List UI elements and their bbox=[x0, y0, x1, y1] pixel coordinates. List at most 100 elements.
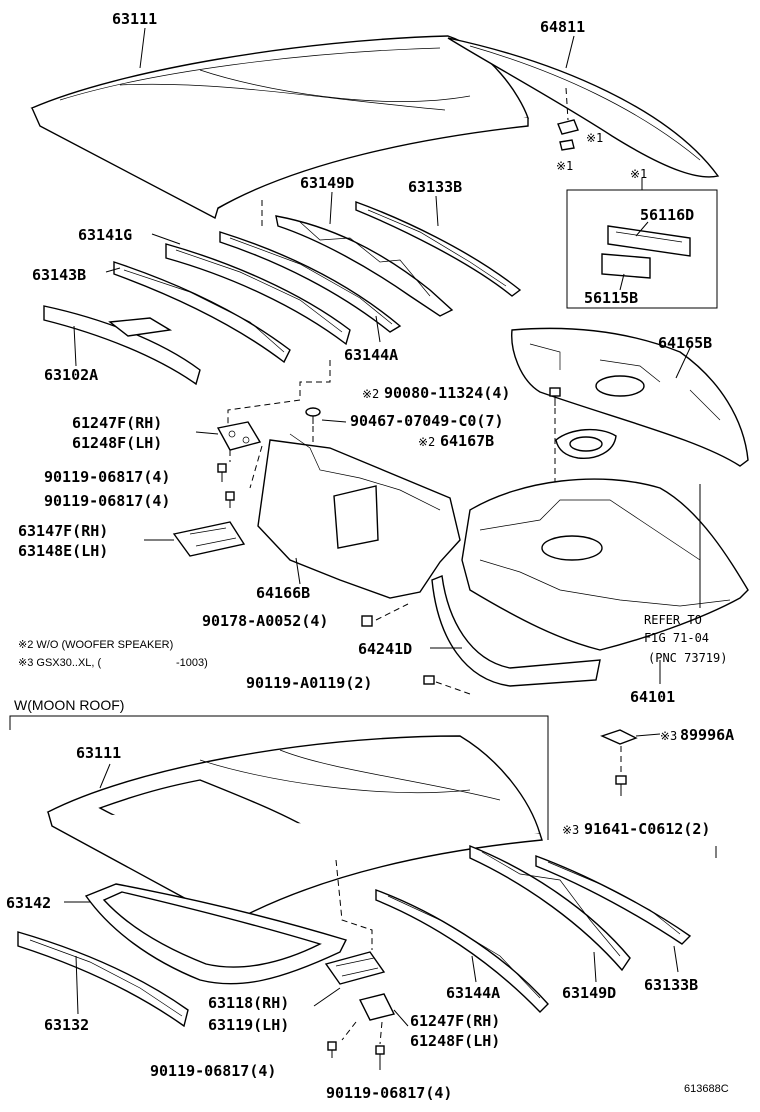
label-63111-upper: 63111 bbox=[112, 10, 157, 28]
leader-hinge-lower bbox=[393, 1009, 409, 1027]
reinforcement-63149d-lower bbox=[469, 844, 631, 972]
screw-lower-a bbox=[327, 1041, 337, 1058]
leader-63143b bbox=[105, 267, 121, 273]
guide-screw-a0119 bbox=[435, 681, 471, 695]
label-64166b: 64166B bbox=[256, 584, 310, 602]
label-89996a: 89996A bbox=[680, 726, 734, 744]
leader-89996a bbox=[635, 733, 661, 737]
label-note3-b: -1003) bbox=[176, 657, 208, 669]
label-screw-upper-a: 90119-06817(4) bbox=[44, 468, 170, 486]
label-hinge-rh-upper: 61247F(RH) bbox=[72, 414, 162, 432]
label-hinge-rh-lower: 61247F(RH) bbox=[410, 1012, 500, 1030]
label-63144a: 63144A bbox=[344, 346, 398, 364]
leader-64811-dash bbox=[565, 87, 569, 121]
label-refer-1: REFER TO bbox=[644, 613, 702, 627]
reinforcement-63141g bbox=[165, 243, 351, 346]
label-note-mark-1b: ※1 bbox=[556, 159, 573, 173]
label-63111-lower: 63111 bbox=[76, 744, 121, 762]
label-sensor-bolt-mark: ※3 bbox=[562, 823, 579, 837]
label-63119: 63119(LH) bbox=[208, 1016, 289, 1034]
leader-63132 bbox=[75, 955, 79, 1015]
leader-63118 bbox=[313, 987, 341, 1007]
label-63133b-lower: 63133B bbox=[644, 976, 698, 994]
label-bolt-mark: ※2 bbox=[362, 387, 379, 401]
screw-90119-a0119 bbox=[423, 675, 435, 685]
label-inset-note: ※1 bbox=[630, 167, 647, 181]
sensor-bolt bbox=[615, 775, 627, 796]
header-63132 bbox=[17, 931, 189, 1028]
label-63143b: 63143B bbox=[32, 266, 86, 284]
label-refer-2: FIG 71-04 bbox=[644, 631, 709, 645]
label-63118: 63118(RH) bbox=[208, 994, 289, 1012]
label-refer-3: (PNC 73719) bbox=[648, 651, 727, 665]
leader-63111 bbox=[139, 27, 146, 69]
guide-upper-2 bbox=[227, 360, 331, 430]
leader-hinge-upper bbox=[195, 431, 219, 435]
rail-64241d bbox=[431, 575, 601, 687]
label-hinge-lh-lower: 61248F(LH) bbox=[410, 1032, 500, 1050]
label-note2: ※2 W/O (WOOFER SPEAKER) bbox=[18, 639, 173, 651]
leader-63144a bbox=[375, 315, 381, 343]
label-64165b: 64165B bbox=[658, 334, 712, 352]
partition-64166b bbox=[257, 433, 461, 599]
clip-90467 bbox=[305, 407, 321, 424]
label-90080: 90080-11324(4) bbox=[384, 384, 510, 402]
reinforcement-63143b bbox=[113, 261, 291, 364]
leader-63149d-lower bbox=[593, 951, 597, 983]
label-note3-a: ※3 GSX30..XL, ( bbox=[18, 657, 102, 669]
label-63144a-lower: 63144A bbox=[446, 984, 500, 1002]
label-90467: 90467-07049-C0(7) bbox=[350, 412, 504, 430]
label-63149d-lower: 63149D bbox=[562, 984, 616, 1002]
roof-panel-lower bbox=[46, 735, 543, 927]
label-64811: 64811 bbox=[540, 18, 585, 36]
screw-upper-b bbox=[225, 491, 235, 508]
package-shelf-64101 bbox=[461, 478, 749, 651]
label-63141g: 63141G bbox=[78, 226, 132, 244]
leader-64166b bbox=[295, 557, 301, 585]
inset-box bbox=[566, 178, 718, 309]
speaker-cover-64167b bbox=[555, 428, 617, 459]
label-screw-lower-a: 90119-06817(4) bbox=[150, 1062, 276, 1080]
label-hinge-lh-upper: 61248F(LH) bbox=[72, 434, 162, 452]
moon-roof-section-border bbox=[9, 715, 549, 840]
label-56115b: 56115B bbox=[584, 289, 638, 307]
leader-63111-lower bbox=[99, 763, 111, 789]
guide-nut bbox=[375, 603, 409, 621]
leader-63133b bbox=[435, 195, 439, 227]
leader-63144a-lower bbox=[471, 955, 477, 983]
label-91641: 91641-C0612(2) bbox=[584, 820, 710, 838]
back-window-glass bbox=[447, 37, 720, 178]
sensor-89996a bbox=[600, 729, 638, 745]
guide-lower-1 bbox=[335, 859, 373, 950]
label-90119-a0119: 90119-A0119(2) bbox=[246, 674, 372, 692]
reinforcement-63144a bbox=[219, 231, 402, 333]
leader-63141g bbox=[151, 233, 181, 245]
label-figure-id: 613688C bbox=[684, 1083, 729, 1095]
label-90178: 90178-A0052(4) bbox=[202, 612, 328, 630]
label-63102a: 63102A bbox=[44, 366, 98, 384]
label-63147f: 63147F(RH) bbox=[18, 522, 108, 540]
reinforcement-63144a-lower bbox=[375, 888, 549, 1013]
reinforcement-63149d bbox=[275, 215, 454, 317]
reinforcement-63133b bbox=[355, 201, 522, 297]
hinge-lower bbox=[358, 993, 396, 1021]
leader-63133b-lower bbox=[673, 945, 679, 973]
leader-64165b bbox=[675, 347, 691, 379]
nut-90178 bbox=[361, 615, 373, 627]
guide-hinge bbox=[229, 445, 263, 489]
leader-90467 bbox=[321, 419, 347, 423]
label-note-mark-1a: ※1 bbox=[586, 131, 603, 145]
leader-63102a bbox=[73, 325, 77, 367]
label-63149d: 63149D bbox=[300, 174, 354, 192]
label-63142: 63142 bbox=[6, 894, 51, 912]
hinge-upper bbox=[216, 421, 262, 451]
screw-upper-a bbox=[217, 463, 227, 482]
label-63148e: 63148E(LH) bbox=[18, 542, 108, 560]
package-tray-trim bbox=[511, 327, 749, 467]
leader-63149d bbox=[329, 191, 333, 225]
label-64241d: 64241D bbox=[358, 640, 412, 658]
label-sensor-mark: ※3 bbox=[660, 729, 677, 743]
roof-panel-upper bbox=[30, 35, 529, 220]
